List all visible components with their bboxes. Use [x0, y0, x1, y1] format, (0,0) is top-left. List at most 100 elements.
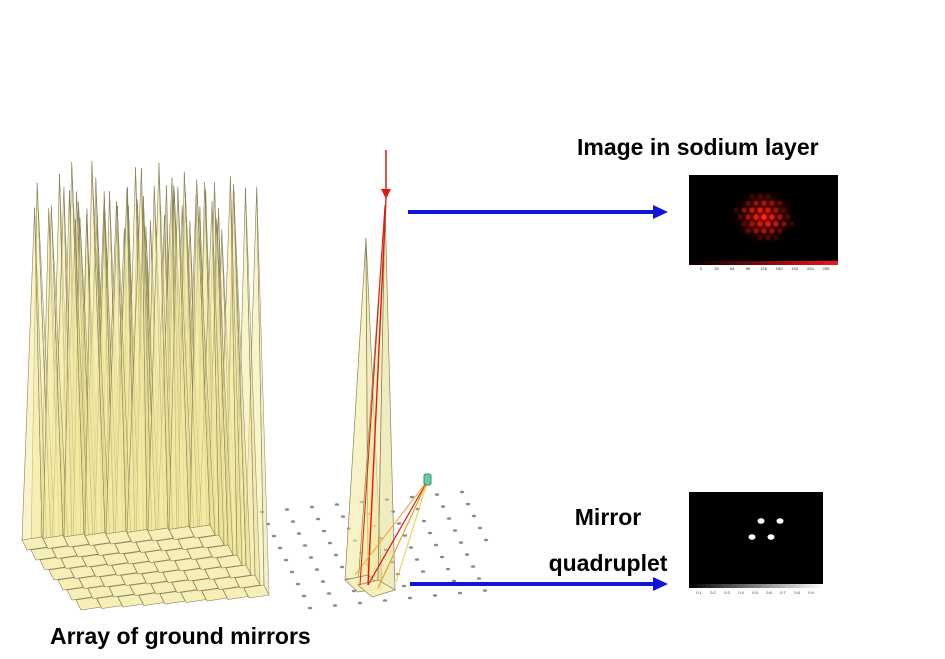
mirror-base: [216, 554, 243, 569]
guide-star-icon: [423, 473, 432, 486]
speckle-dot: [765, 207, 771, 213]
mirror-label-line2: quadruplet: [548, 550, 668, 576]
colorbar-tick-label: 0: [700, 266, 703, 271]
speckle-dot: [753, 228, 759, 234]
grid-dot: [421, 519, 427, 523]
colorbar-tick-label: 64: [730, 266, 735, 271]
grid-dot: [477, 526, 483, 530]
grid-dot: [446, 517, 452, 520]
grid-dot: [339, 565, 345, 569]
speckle-dot: [757, 221, 763, 227]
grid-dot: [464, 553, 470, 556]
speckle-dot: [773, 235, 779, 241]
speckle-dot: [745, 228, 751, 234]
grid-dot: [465, 502, 471, 506]
grid-dot: [420, 570, 426, 573]
grid-dot: [440, 505, 446, 508]
speckle-dot: [781, 221, 787, 227]
grid-dot: [308, 556, 314, 559]
speckle-dot: [765, 235, 771, 241]
grid-dot: [427, 531, 433, 535]
grid-dot: [408, 546, 414, 549]
colorbar-tick-label: 128: [760, 266, 767, 271]
sodium-colorbar: [689, 261, 838, 265]
colorbar-tick-label: 0.5: [752, 590, 758, 595]
colorbar-tick-label: 0.1: [696, 590, 702, 595]
speckle-dot: [753, 214, 759, 220]
grid-dot: [283, 558, 289, 562]
grid-dot: [482, 589, 488, 592]
grid-dot: [445, 567, 451, 571]
grid-dot: [290, 520, 296, 523]
speckle-dot: [781, 207, 787, 213]
speckle-dot: [765, 221, 771, 227]
arrowhead-sodium: [653, 205, 668, 219]
grid-dot: [402, 534, 408, 537]
quad-colorbar: [689, 584, 823, 588]
speckle-dot: [769, 200, 775, 206]
beam-main: [367, 197, 387, 586]
speckle-dot: [753, 200, 759, 206]
grid-dot: [357, 601, 363, 605]
beam-yellow-1: [395, 479, 429, 583]
grid-dot: [434, 493, 440, 496]
quad-spot: [767, 534, 775, 540]
quad-facet: [357, 579, 396, 598]
grid-dot: [451, 579, 457, 583]
grid-dot: [334, 503, 340, 506]
grid-dot: [301, 594, 307, 598]
grid-dot: [401, 584, 407, 588]
speckle-dot: [749, 221, 755, 227]
grid-dot: [332, 604, 338, 607]
grid-dot: [452, 529, 458, 532]
speckle-dot: [769, 214, 775, 220]
speckle-dot: [745, 200, 751, 206]
speckle-dot: [765, 193, 771, 199]
grid-dot: [414, 558, 420, 561]
beam-secondary: [359, 204, 386, 586]
grid-dot: [271, 534, 277, 538]
grid-dot: [471, 514, 477, 518]
colorbar-tick-label: 96: [746, 266, 751, 271]
colorbar-tick-label: 0.8: [794, 590, 800, 595]
colorbar-tick-label: 0.4: [738, 590, 744, 595]
grid-dot: [309, 505, 315, 509]
grid-dot: [407, 596, 413, 600]
blue-arrows: [408, 205, 668, 591]
incoming-beam-arrowhead: [381, 189, 391, 199]
speckle-dot: [745, 214, 751, 220]
grid-dot: [320, 580, 326, 583]
quad-spot: [748, 534, 756, 540]
beam-to-star: [367, 479, 429, 586]
quad-spot: [776, 518, 784, 524]
mirror-label-line1: Mirror: [574, 504, 642, 530]
grid-dot: [470, 565, 476, 568]
grid-dot: [458, 541, 464, 544]
speckle-dot: [785, 214, 791, 220]
grid-dot: [295, 582, 301, 586]
ground-mirror-array: [21, 161, 270, 611]
grid-dot: [327, 541, 333, 545]
arrowhead-quadruplet: [653, 577, 668, 591]
grid-dot: [321, 529, 327, 533]
grid-dot: [457, 591, 463, 595]
speckle-dot: [761, 200, 767, 206]
colorbar-tick-label: 255: [823, 266, 830, 271]
speckle-dot: [773, 221, 779, 227]
speckle-dot: [773, 207, 779, 213]
grid-dot: [459, 490, 465, 494]
speckle-dot: [789, 221, 795, 227]
laser-beams: [354, 150, 432, 589]
grid-dot: [351, 589, 357, 593]
speckle-dot: [757, 207, 763, 213]
quad-spot: [757, 518, 765, 524]
beam-orange-1: [377, 479, 429, 589]
mirror-quadruplet-spike: [344, 204, 396, 598]
ground-mirror-array-label: Array of ground mirrors: [50, 623, 311, 649]
speckle-dot: [761, 214, 767, 220]
grid-dot: [433, 543, 439, 547]
grid-dot: [333, 553, 339, 557]
